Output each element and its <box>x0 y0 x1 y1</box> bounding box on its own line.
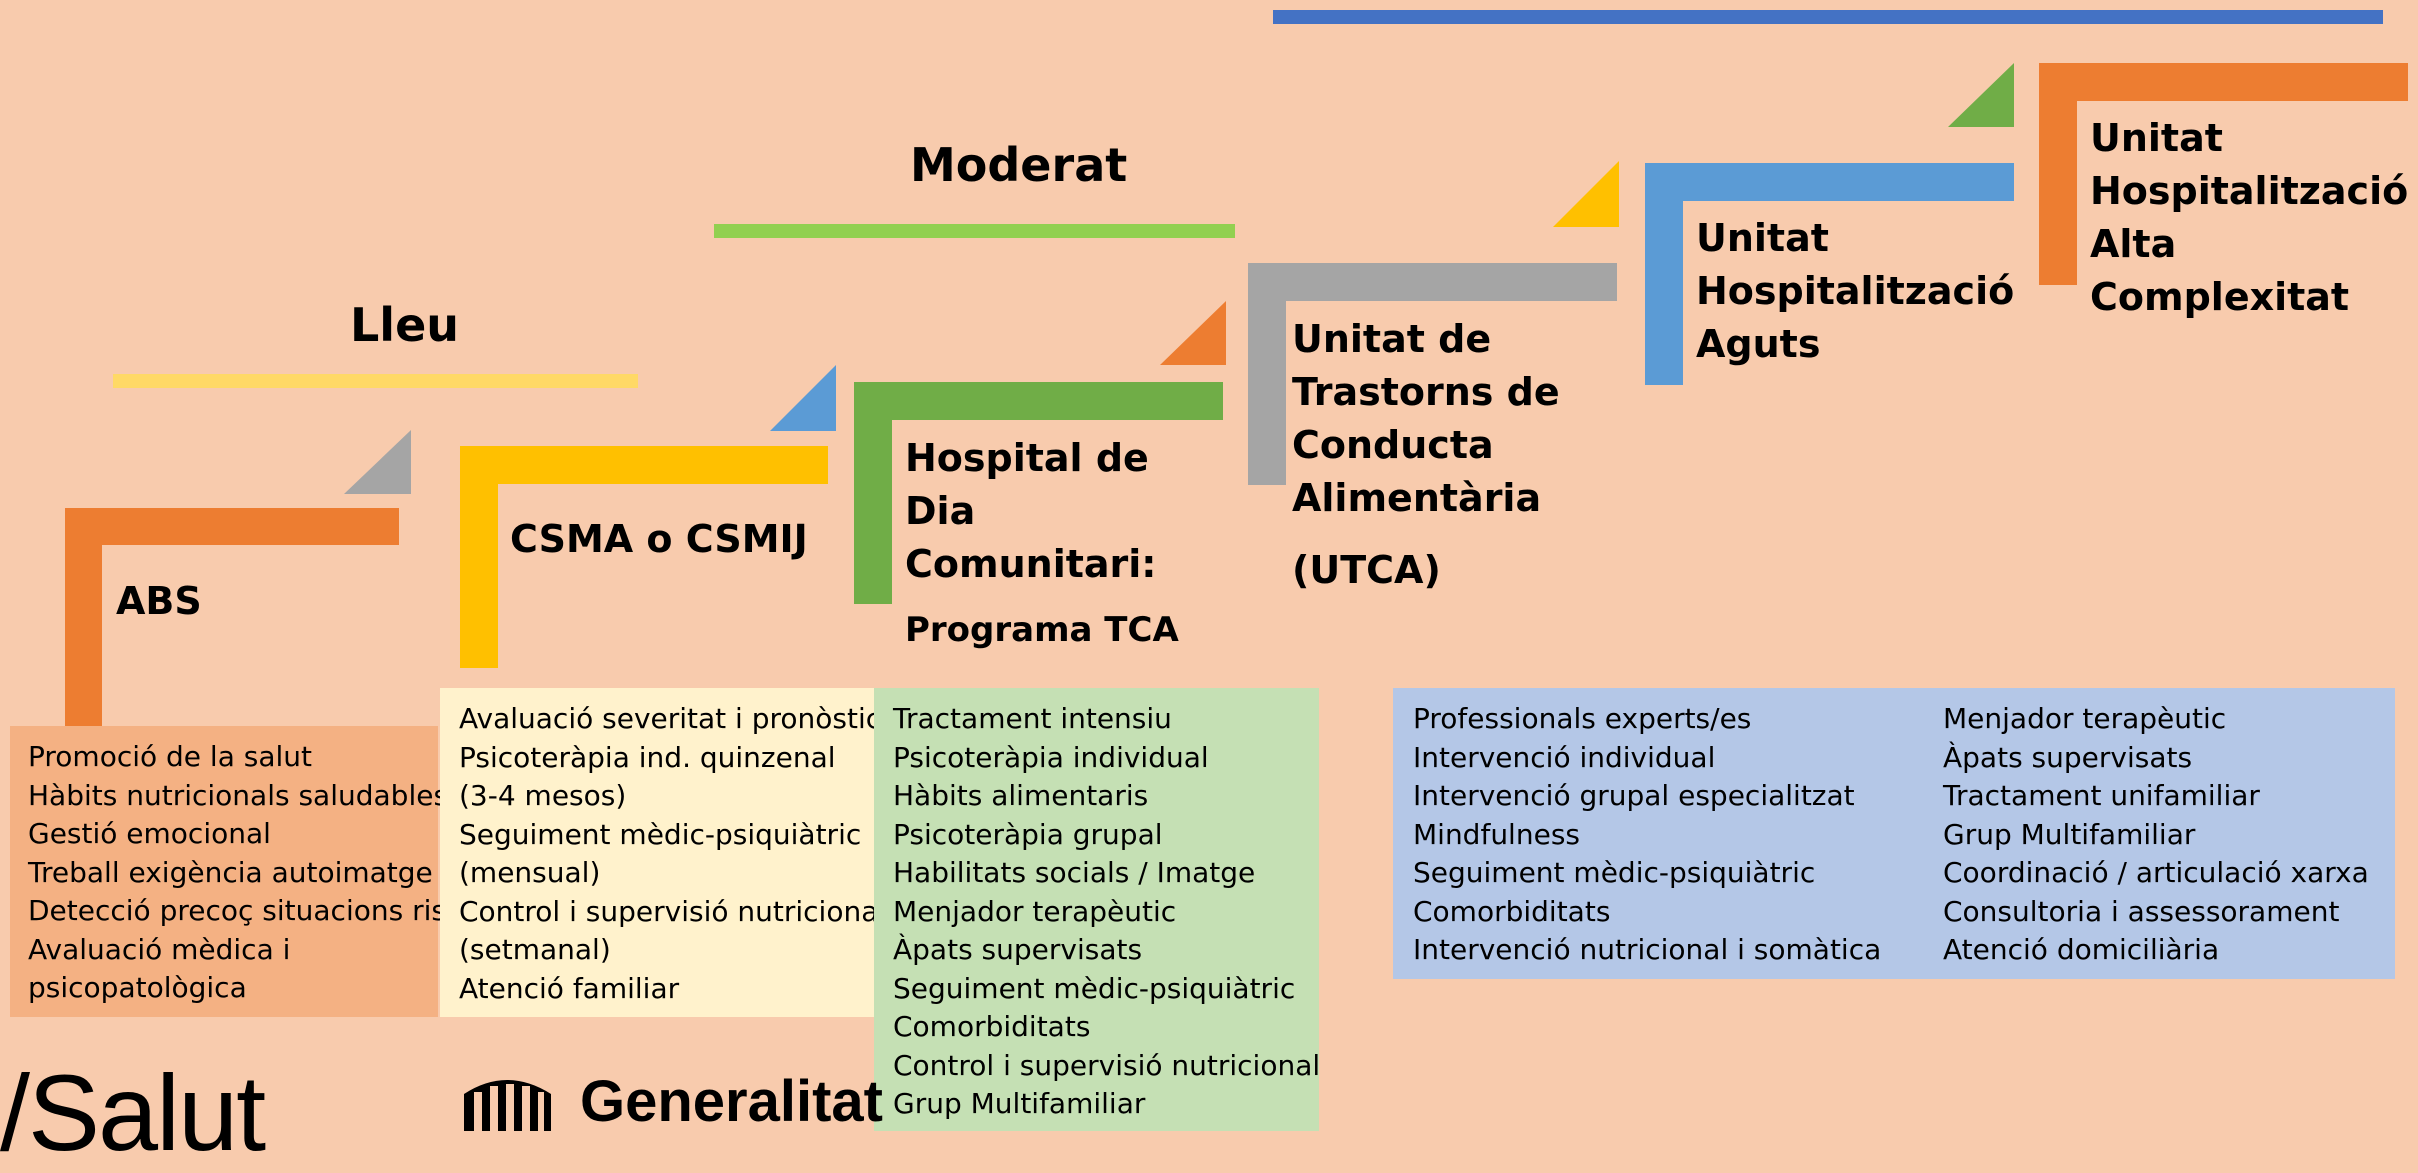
service-item: Detecció precoç situacions risc <box>28 894 462 927</box>
step-label-utca: Unitat de Trastorns de Conducta Alimentà… <box>1292 317 1560 520</box>
service-item: Control i supervisió nutricional <box>893 1048 1321 1082</box>
service-item: Grup Multifamiliar <box>1943 817 2196 851</box>
service-item: Atenció domiciliària <box>1943 933 2220 966</box>
service-item: (3-4 mesos) <box>459 779 627 812</box>
step-label-abs: ABS <box>116 579 202 623</box>
service-item: Intervenció nutricional i somàtica <box>1413 933 1882 966</box>
step-csma-horizontal <box>460 446 828 484</box>
service-item: Gestió emocional <box>28 817 271 850</box>
service-item: Coordinació / articulació xarxa <box>1943 856 2369 889</box>
step-utca-arrow-icon <box>1553 161 1619 227</box>
step-abs-arrow-icon <box>344 430 411 494</box>
service-item: Psicoteràpia grupal <box>893 817 1163 851</box>
salut-logo: /Salut <box>0 1052 266 1173</box>
level-label-lleu: Lleu <box>350 298 460 352</box>
service-item: Menjador terapèutic <box>893 894 1177 928</box>
level-label-moderat: Moderat <box>910 138 1128 192</box>
step-label-programa-tca: Programa TCA <box>905 610 1179 650</box>
step-label-hospital-dia: Hospital de Dia Comunitari: <box>905 436 1157 586</box>
step-label-utca-abbr: (UTCA) <box>1292 548 1441 592</box>
generalitat-emblem-icon <box>460 1074 555 1131</box>
service-item: Àpats supervisats <box>1943 740 2193 774</box>
service-item: Hàbits nutricionals saludables <box>28 778 449 812</box>
step-label-csma: CSMA o CSMIJ <box>510 517 808 561</box>
generalitat-logo: Generalitat <box>580 1069 883 1134</box>
service-item: Àpats supervisats <box>893 933 1143 966</box>
service-item: Consultoria i assessorament <box>1943 894 2340 928</box>
service-item: Grup Multifamiliar <box>893 1087 1146 1120</box>
step-csma-arrow-icon <box>770 365 836 431</box>
service-item: Treball exigència autoimatge <box>28 855 433 889</box>
service-item: (setmanal) <box>459 933 611 966</box>
service-item: Professionals experts/es <box>1413 702 1752 735</box>
service-item: Seguiment mèdic-psiquiàtric <box>893 971 1296 1005</box>
service-item: Seguiment mèdic-psiquiàtric <box>1413 856 1816 889</box>
service-item: Avaluació mèdica i <box>28 932 291 966</box>
service-item: Control i supervisió nutricional <box>459 894 887 928</box>
step-aguts-horizontal <box>1645 163 2014 201</box>
step-abs-horizontal <box>65 508 399 545</box>
step-label-alta-complexitat: Unitat Hospitalització Alta Complexitat <box>2090 116 2409 319</box>
service-item: Psicoteràpia individual <box>893 740 1209 774</box>
service-item: Hàbits alimentaris <box>893 779 1149 812</box>
step-hospital-horizontal <box>854 382 1223 420</box>
service-item: Comorbiditats <box>893 1010 1091 1043</box>
service-item: Seguiment mèdic-psiquiàtric <box>459 817 862 851</box>
service-item: psicopatològica <box>28 971 247 1004</box>
moderat-level-line <box>714 224 1235 238</box>
service-item: Mindfulness <box>1413 817 1580 851</box>
service-item: Tractament unifamiliar <box>1943 779 2260 812</box>
severe-level-line <box>1273 10 2383 24</box>
service-item: Atenció familiar <box>459 971 680 1005</box>
step-utca-horizontal <box>1248 263 1617 301</box>
service-item: (mensual) <box>459 856 601 889</box>
service-item: Comorbiditats <box>1413 894 1611 928</box>
service-item: Menjador terapèutic <box>1943 702 2227 735</box>
service-item: Psicoteràpia ind. quinzenal <box>459 740 836 774</box>
step-aguts-arrow-icon <box>1948 63 2014 127</box>
service-item: Avaluació severitat i pronòstic <box>459 702 882 735</box>
service-item: Habilitats socials / Imatge <box>893 856 1256 889</box>
step-label-aguts: Unitat Hospitalització Aguts <box>1696 216 2015 366</box>
step-hospital-arrow-icon <box>1160 301 1226 365</box>
service-item: Tractament intensiu <box>893 702 1172 735</box>
service-item: Intervenció grupal especialitzat <box>1413 779 1855 812</box>
lleu-level-line <box>113 374 638 388</box>
service-item: Promoció de la salut <box>28 740 313 773</box>
service-item: Intervenció individual <box>1413 740 1716 774</box>
step-alta-horizontal <box>2039 63 2408 101</box>
